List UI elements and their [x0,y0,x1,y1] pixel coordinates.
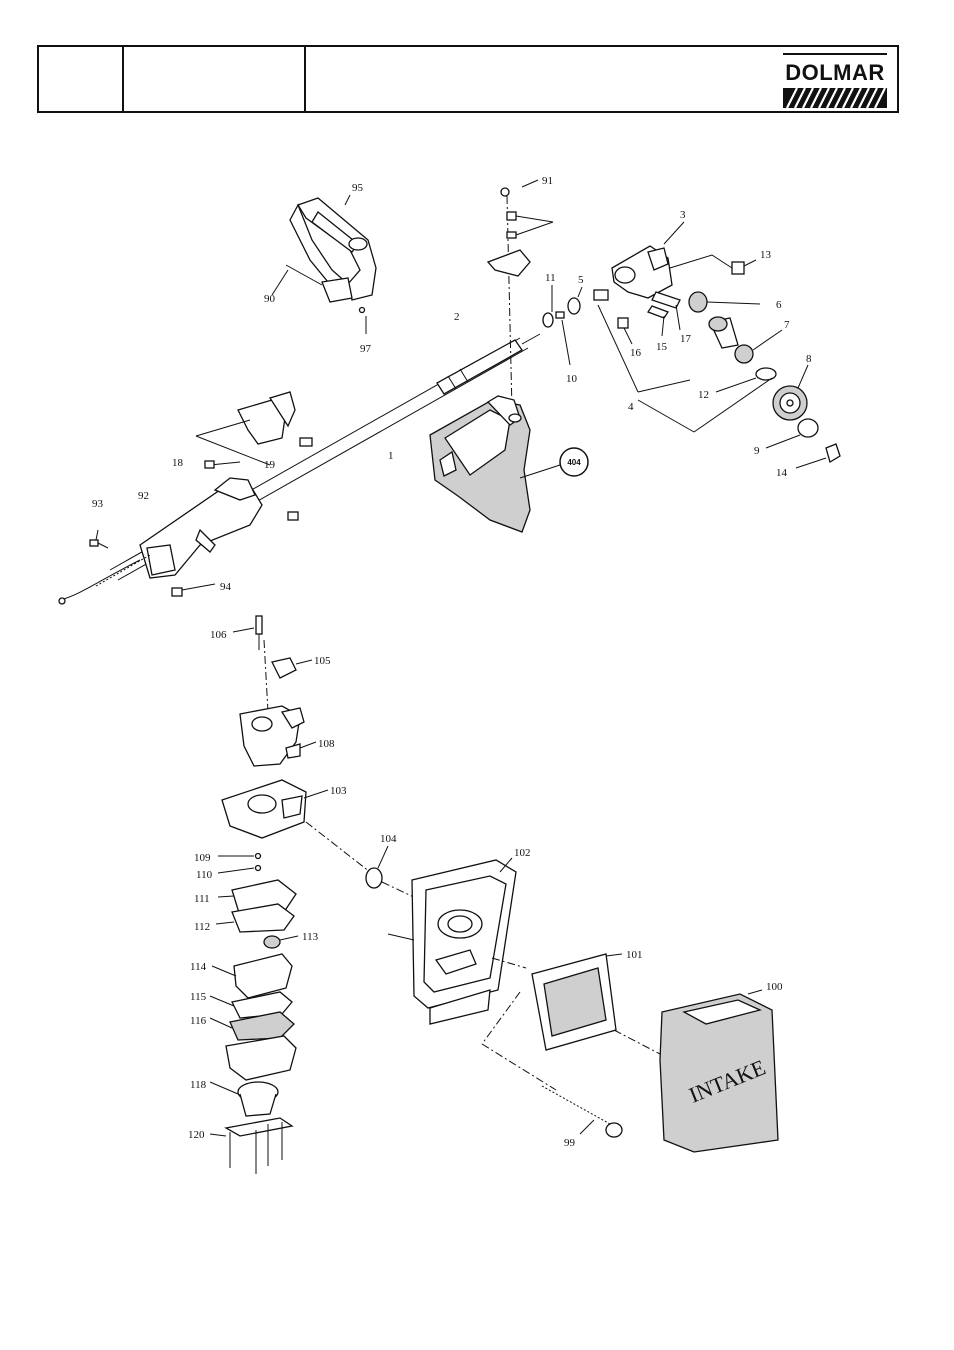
label-92: 92 [138,490,149,502]
guard-bracket [488,250,530,276]
label-404: 404 [567,458,581,467]
key-10 [556,312,570,365]
screw-15 [648,306,668,336]
bolts-near-91 [507,212,553,238]
label-14: 14 [776,467,788,479]
label-16: 16 [630,347,642,359]
label-13: 13 [760,249,772,261]
label-94: 94 [220,581,232,593]
gear-case-3 [594,222,732,300]
label-93: 93 [92,498,104,510]
label-1: 1 [388,450,394,462]
label-104: 104 [380,833,397,845]
label-103: 103 [330,785,347,797]
label-115: 115 [190,991,207,1003]
label-7: 7 [784,319,790,331]
spacer-near-handle [288,512,298,520]
label-112: 112 [194,921,210,933]
nut-14 [796,444,840,468]
screw-106 [233,616,268,712]
label-106: 106 [210,629,227,641]
label-100: 100 [766,981,783,993]
label-8: 8 [806,353,812,365]
label-12: 12 [698,389,709,401]
bearing-5 [568,287,582,314]
bearing-6 [689,292,760,312]
shaft-coupling-2 [437,334,540,394]
nut-16 [618,318,632,344]
label-95: 95 [352,182,364,194]
label-102: 102 [514,847,531,859]
screw-93 [90,530,108,548]
ring-12 [716,368,776,392]
label-110: 110 [196,869,213,881]
label-11: 11 [545,272,556,284]
label-18: 18 [172,457,184,469]
pump-cover [226,1036,296,1080]
label-10: 10 [566,373,578,385]
circlip-11 [543,285,553,327]
bulb-118 [210,1082,278,1116]
label-105: 105 [314,655,331,667]
label-17: 17 [680,333,692,345]
label-116: 116 [190,1015,207,1027]
bolt-99 [542,1086,622,1137]
output-shaft [709,317,738,348]
label-109: 109 [194,852,211,864]
label-15: 15 [656,341,668,353]
label-2: 2 [454,311,460,323]
bolts-120 [210,1118,292,1174]
cup-9 [766,419,818,448]
guard-404 [430,396,588,532]
label-4: 4 [628,401,634,413]
label-9: 9 [754,445,760,457]
label-99: 99 [564,1137,576,1149]
label-108: 108 [318,738,335,750]
flange-8 [773,365,808,420]
clamp-18-19 [196,392,312,468]
label-114: 114 [190,961,207,973]
carb-103 [222,780,370,872]
label-90: 90 [264,293,276,305]
label-3: 3 [680,209,686,221]
primer-113 [264,936,298,948]
bearing-7 [735,330,782,363]
nut-94 [172,584,215,596]
label-91: 91 [542,175,553,187]
cap-105 [272,658,312,678]
filter-101 [532,954,660,1054]
diaphragm-112 [216,904,294,932]
label-120: 120 [188,1129,205,1141]
label-111: 111 [194,893,210,905]
label-5: 5 [578,274,584,286]
bolt-13 [732,260,756,274]
washers-109-110 [218,854,261,874]
label-19: 19 [264,459,276,471]
label-118: 118 [190,1079,207,1091]
front-handle-95 [272,195,376,334]
label-113: 113 [302,931,319,943]
filter-base-102 [388,858,556,1090]
label-97: 97 [360,343,372,355]
label-101: 101 [626,949,643,961]
label-6: 6 [776,299,782,311]
